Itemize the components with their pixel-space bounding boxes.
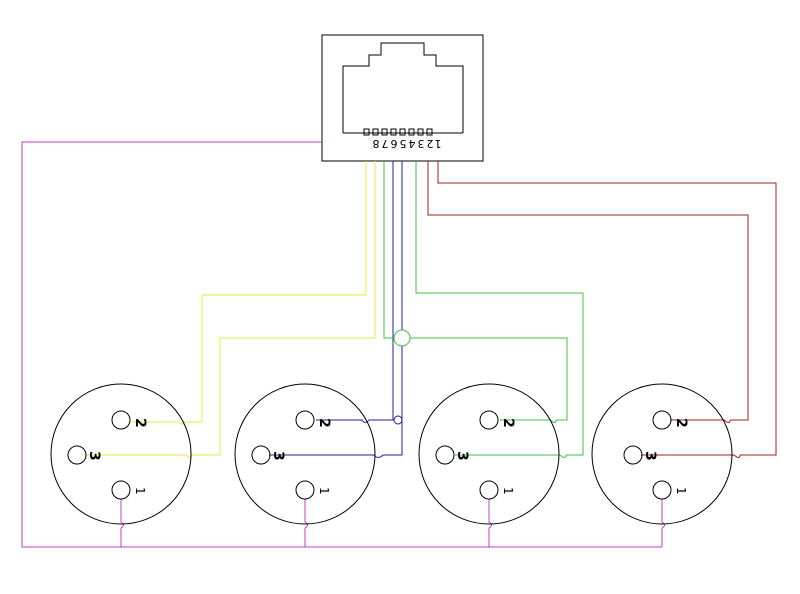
shield-wire (21, 141, 665, 548)
green-wire-a (383, 161, 568, 421)
xlr-connector-4 (591, 383, 733, 525)
xlr-1-pin-1 (111, 480, 131, 500)
rj45-pin-label-7: 7 (382, 137, 389, 150)
xlr-1-label-1: 1 (133, 487, 147, 495)
rj45-pin-label-3: 3 (418, 137, 425, 150)
xlr-4-label-3: 3 (642, 451, 658, 461)
xlr-3-label-1: 1 (501, 487, 515, 495)
xlr-connector-1 (50, 383, 192, 525)
rj45-contact-4 (399, 128, 406, 136)
xlr-4-pin-2 (652, 410, 672, 430)
xlr-4-pin-3 (623, 445, 643, 465)
rj45-contact-6 (381, 128, 388, 136)
xlr-4-label-1: 1 (674, 487, 688, 495)
green-wire-b (415, 161, 584, 456)
xlr-connector-2 (234, 383, 376, 525)
yellow-pair (85, 161, 376, 458)
xlr-4-label-2: 2 (673, 418, 689, 428)
xlr-1-label-2: 2 (132, 418, 148, 428)
rj45-contact-7 (372, 128, 379, 136)
red-pair (427, 161, 777, 458)
red-xlr4-pin2-lead (670, 419, 731, 423)
red-wire-b (427, 161, 749, 421)
red-wire-a (437, 161, 777, 456)
xlr-2-label-3: 3 (270, 451, 286, 461)
xlr-4-body (591, 383, 733, 525)
blue-wire-a (316, 161, 394, 423)
blue-pair (269, 161, 403, 458)
xlr-1-label-3: 3 (86, 451, 102, 461)
rj45-pin-label-5: 5 (400, 137, 407, 150)
xlr-3-pin-1 (479, 480, 499, 500)
yellow-wire-b (192, 161, 376, 456)
rj45-contact-1 (426, 128, 433, 136)
green-crossover-loop (393, 329, 411, 347)
yellow-wire-a (184, 161, 367, 423)
blue-wire-b (269, 161, 403, 458)
red-xlr4-pin3-lead (641, 454, 741, 458)
xlr-3-label-2: 2 (500, 418, 516, 428)
xlr-2-pin-2 (295, 410, 315, 430)
xlr-2-pin-1 (295, 480, 315, 500)
xlr-3-pin-3 (435, 445, 455, 465)
xlr-4-pin-1 (652, 480, 672, 500)
rj45-pin-label-2: 2 (427, 137, 434, 150)
xlr-2-pin-3 (251, 445, 271, 465)
yellow-xlr1-pin3-lead (85, 454, 193, 458)
rj45-pin-label-8: 8 (373, 137, 380, 150)
xlr-3-pin-2 (479, 410, 499, 430)
rj45-pin-label-1: 1 (435, 137, 442, 150)
xlr-2-label-1: 1 (317, 487, 331, 495)
shield-drop-xlr-4 (661, 499, 665, 547)
xlr-3-label-3: 3 (454, 451, 470, 461)
shield-drop-xlr-2 (304, 499, 308, 547)
rj45-contact-3 (408, 128, 415, 136)
shield-bus (21, 141, 662, 548)
xlr-connector-3 (418, 383, 560, 525)
shield-drop-xlr-1 (120, 499, 124, 547)
rj45-pin-label-6: 6 (391, 137, 398, 150)
rj45-contact-2 (417, 128, 424, 136)
xlr-1-body (50, 383, 192, 525)
xlr-2-label-2: 2 (316, 418, 332, 428)
xlr-1-pin-3 (67, 445, 87, 465)
green-xlr3-pin3-lead (455, 454, 567, 458)
xlr-1-pin-2 (111, 410, 131, 430)
rj45-contact-5 (390, 128, 397, 136)
shield-drop-xlr-3 (488, 499, 492, 547)
blue-junction (393, 415, 403, 425)
xlr-3-body (418, 383, 560, 525)
xlr-2-body (234, 383, 376, 525)
rj45-opening (342, 42, 464, 133)
rj45-pin-labels: 1 2 3 4 5 6 7 8 (373, 137, 442, 150)
green-pair (383, 161, 584, 458)
rj45-pin-label-4: 4 (409, 137, 416, 150)
rj45-contact-8 (363, 128, 370, 136)
